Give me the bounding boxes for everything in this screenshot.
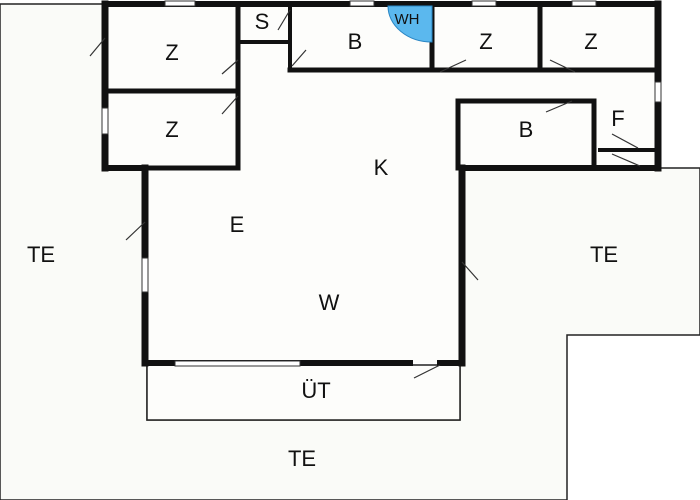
room-label-e: E xyxy=(230,212,245,237)
room-label-ut: ÜT xyxy=(301,378,330,403)
room-label-z-4: Z xyxy=(584,29,597,54)
room-label-z-2: Z xyxy=(165,117,178,142)
room-label-f: F xyxy=(611,106,624,131)
room-label-z-1: Z xyxy=(165,40,178,65)
room-label-s: S xyxy=(255,9,270,34)
room-label-te-left: TE xyxy=(27,242,55,267)
room-label-w: W xyxy=(319,290,340,315)
water-heater-icon xyxy=(387,5,433,43)
room-label-k: K xyxy=(374,155,389,180)
room-label-z-3: Z xyxy=(479,29,492,54)
doors xyxy=(89,9,641,379)
room-label-te-bottom: TE xyxy=(288,446,316,471)
room-label-b-2: B xyxy=(519,117,534,142)
interior-floor xyxy=(105,3,658,363)
room-label-b-1: B xyxy=(348,29,363,54)
room-label-wh: WH xyxy=(395,11,420,28)
room-labels: Z Z S B WH Z Z B F K E W TE TE ÜT TE xyxy=(27,9,625,471)
windows xyxy=(101,0,662,367)
room-label-te-right: TE xyxy=(590,242,618,267)
